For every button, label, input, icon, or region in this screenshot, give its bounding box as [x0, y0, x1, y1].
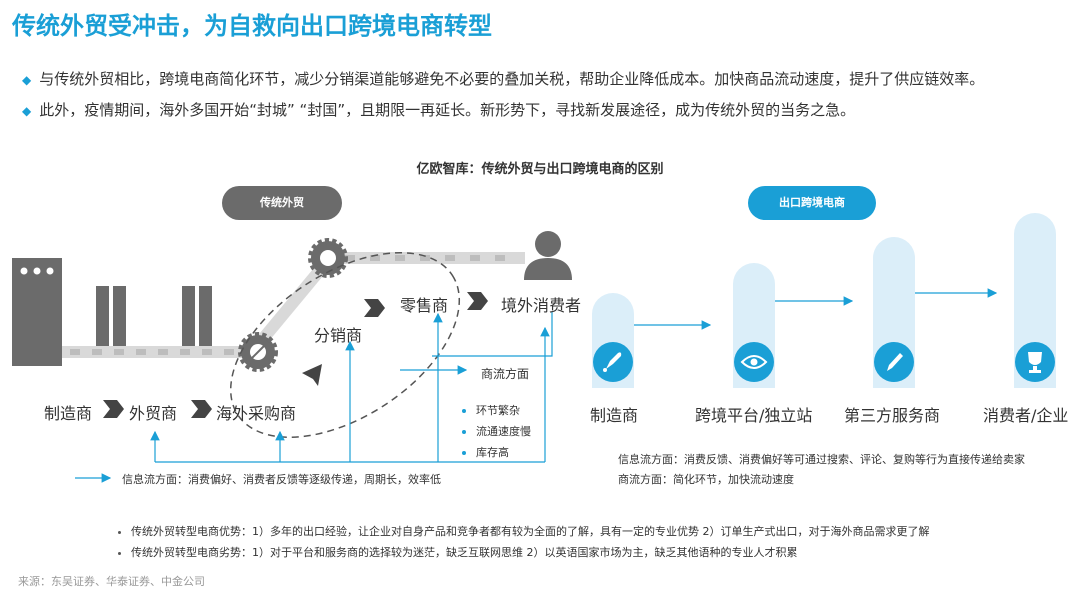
source-note: 来源：东吴证券、华泰证券、中金公司	[18, 575, 205, 588]
flow-chevrons	[103, 292, 488, 418]
commerce-flow-label: 商流方面	[481, 367, 530, 381]
dashed-ellipse	[229, 252, 461, 438]
info-flow-arrows	[75, 312, 553, 483]
flow-label-trader: 外贸商	[129, 404, 178, 423]
cross-border-arrows	[634, 288, 998, 330]
bullet-1: ◆与传统外贸相比，跨境电商简化环节，减少分销渠道能够避免不必要的叠加关税，帮助企…	[22, 70, 985, 88]
commerce-point: 流通速度慢	[462, 423, 531, 439]
gear-icon	[308, 238, 348, 278]
bullet-2: ◆此外，疫情期间，海外多国开始“封城” “封国”，且期限一再延长。新形势下，寻找…	[22, 101, 856, 119]
cb-label-platform: 跨境平台/独立站	[695, 406, 813, 425]
cb-info-flow-note: 信息流方面：消费反馈、消费偏好等可通过搜索、评论、复购等行为直接传递给卖家	[618, 453, 1025, 466]
flow-label-overseas-consumer: 境外消费者	[501, 296, 582, 315]
flow-label-overseas-buyer: 海外采购商	[216, 404, 297, 423]
factory-icon	[12, 258, 212, 366]
cross-border-pill: 出口跨境电商	[748, 186, 876, 220]
cb-label-service-provider: 第三方服务商	[844, 406, 941, 425]
chart-title: 亿欧智库：传统外贸与出口跨境电商的区别	[416, 162, 664, 177]
page-title: 传统外贸受冲击，为自救向出口跨境电商转型	[12, 12, 492, 40]
flow-label-retailer: 零售商	[400, 296, 449, 315]
gear-icon	[238, 332, 278, 372]
consumer-person-icon	[524, 231, 572, 280]
pen-icon	[874, 342, 914, 382]
cb-label-consumer: 消费者/企业	[983, 406, 1069, 425]
bullet-dot-icon	[118, 530, 121, 534]
rocket-icon	[593, 342, 633, 382]
eye-icon	[734, 342, 774, 382]
flow-label-distributor: 分销商	[314, 326, 363, 345]
diamond-bullet-icon: ◆	[22, 104, 32, 118]
cb-label-manufacturer: 制造商	[590, 406, 639, 425]
traditional-info-flow-note: 信息流方面：消费偏好、消费者反馈等逐级传递，周期长，效率低	[122, 473, 441, 486]
bullet-dot-icon	[462, 451, 466, 455]
flow-label-manufacturer: 制造商	[44, 404, 93, 423]
footnote-advantages: 传统外贸转型电商优势：1）多年的出口经验，让企业对自身产品和竞争者都有较为全面的…	[118, 523, 930, 539]
trophy-icon	[1015, 342, 1055, 382]
cb-commerce-flow-note: 商流方面：简化环节，加快流动速度	[618, 473, 794, 486]
conveyor-belt	[62, 252, 525, 358]
bullet-dot-icon	[462, 409, 466, 413]
traditional-trade-pill: 传统外贸	[222, 186, 342, 220]
commerce-point: 环节繁杂	[462, 402, 520, 418]
footnote-disadvantages: 传统外贸转型电商劣势：1）对于平台和服务商的选择较为迷茫，缺乏互联网思维 2）以…	[118, 544, 798, 560]
bullet-dot-icon	[118, 551, 121, 555]
diamond-bullet-icon: ◆	[22, 73, 32, 87]
bullet-dot-icon	[462, 430, 466, 434]
commerce-point: 库存高	[462, 444, 509, 460]
